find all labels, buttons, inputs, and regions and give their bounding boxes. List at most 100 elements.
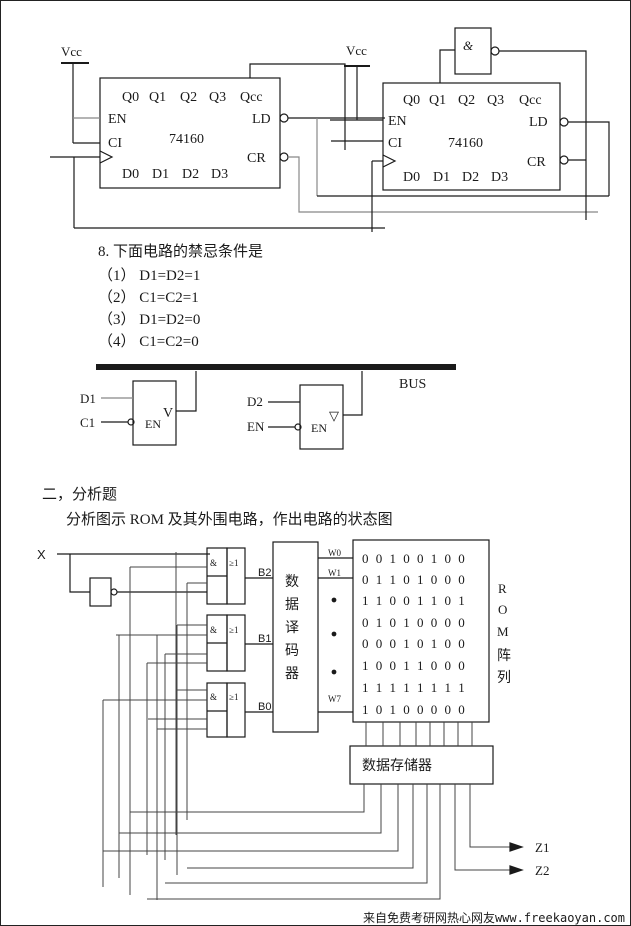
z1-arrow	[509, 842, 524, 852]
chip2-pin-d1: D1	[433, 170, 450, 185]
gate-b2-or	[226, 547, 246, 605]
buffer2-en-label: EN	[311, 421, 327, 435]
chip1-part: 74160	[169, 132, 204, 147]
section2-title: 二，分析题	[42, 487, 118, 503]
rom-row-4: 0 0 0 1 0 1 0 0	[362, 636, 467, 651]
rom-row-6: 1 1 1 1 1 1 1 1	[362, 680, 467, 695]
chip2-pin-q2: Q2	[458, 93, 475, 108]
rom-row-5: 1 0 0 1 1 0 0 0	[362, 658, 467, 673]
rom-row-2: 1 1 0 0 1 1 0 1	[362, 593, 467, 608]
output-z1: Z1	[535, 840, 549, 855]
word-line-w7: W7	[328, 694, 341, 704]
chip1-body	[99, 77, 281, 189]
buffer1-body	[132, 380, 177, 446]
rom-row-0: 0 0 1 0 0 1 0 0	[362, 551, 467, 566]
rom-label-m: M	[497, 624, 509, 639]
decoder-char-1: 数	[285, 574, 299, 590]
chip1-pin-cr: CR	[247, 151, 266, 166]
word-line-w1: W1	[328, 568, 341, 578]
storage-body	[349, 745, 494, 785]
gate-b0-and-label: &	[210, 692, 217, 702]
address-b2: B2	[258, 567, 271, 579]
rom-row-7: 1 0 1 0 0 0 0 0	[362, 702, 467, 717]
option-number: （1）	[98, 268, 136, 284]
chip2-pin-ld: LD	[529, 115, 548, 130]
rom-row-3: 0 1 0 1 0 0 0 0	[362, 615, 467, 630]
bus-label: BUS	[399, 377, 426, 392]
question8-option-2: （2） C1=C2=1	[98, 291, 199, 306]
chip1-pin-q2: Q2	[180, 90, 197, 105]
option-number: （2）	[98, 290, 136, 306]
gate-b0-or	[226, 682, 246, 738]
option-text: D1=D2=1	[139, 268, 201, 284]
inverter-body	[89, 577, 112, 607]
chip1-pin-en: EN	[108, 112, 127, 127]
gate-b1-or	[226, 614, 246, 672]
chip2-pin-q3: Q3	[487, 93, 504, 108]
rom-label-lie: 列	[497, 670, 511, 686]
x-input-label: X	[37, 547, 46, 562]
chip2-pin-en: EN	[388, 114, 407, 129]
rom-label-zhen: 阵	[497, 648, 511, 664]
z2-arrow	[509, 865, 524, 875]
buffer2-body	[299, 384, 344, 450]
section2-description: 分析图示 ROM 及其外围电路，作出电路的状态图	[66, 512, 393, 528]
question8-title: 8. 下面电路的禁忌条件是	[98, 244, 264, 260]
chip2-pin-q0: Q0	[403, 93, 420, 108]
storage-label: 数据存储器	[362, 758, 432, 774]
chip2-pin-d2: D2	[462, 170, 479, 185]
vcc-label-1: Vcc	[61, 44, 82, 59]
output-z2: Z2	[535, 863, 549, 878]
chip2-pin-qcc: Qcc	[519, 93, 542, 108]
chip1-pin-ci: CI	[108, 136, 122, 151]
chip2-pin-cr: CR	[527, 155, 546, 170]
footer-watermark: 来自免费考研网热心网友www.freekaoyan.com	[360, 911, 627, 925]
option-number: （3）	[98, 312, 136, 328]
buffer2-tristate-icon: ▽	[329, 408, 339, 423]
question8-option-1: （1） D1=D2=1	[98, 269, 200, 284]
word-line-w0: W0	[328, 548, 341, 558]
chip2-pin-d0: D0	[403, 170, 420, 185]
rom-array-body	[352, 539, 490, 723]
chip1-pin-d1: D1	[152, 167, 169, 182]
decoder-char-3: 译	[285, 620, 299, 636]
rom-row-1: 0 1 1 0 1 0 0 0	[362, 572, 467, 587]
chip2-pin-d3: D3	[491, 170, 508, 185]
rom-label-o: O	[498, 602, 507, 617]
buffer1-enable-label: C1	[80, 415, 95, 430]
option-text: D1=D2=0	[139, 312, 201, 328]
address-b0: B0	[258, 701, 271, 713]
decoder-char-2: 据	[285, 597, 299, 613]
buffer1-en-label: EN	[145, 417, 161, 431]
gate-b1-and-label: &	[210, 625, 217, 635]
chip1-pin-ld: LD	[252, 112, 271, 127]
chip1-pin-d2: D2	[182, 167, 199, 182]
gate-b2-and-label: &	[210, 558, 217, 568]
chip1-pin-q3: Q3	[209, 90, 226, 105]
nand-symbol: &	[463, 38, 474, 53]
chip2-part: 74160	[448, 136, 483, 151]
gate-b2-or-label: ≥1	[229, 558, 238, 568]
chip2-pin-q1: Q1	[429, 93, 446, 108]
chip2-body	[382, 82, 561, 191]
question8-option-4: （4） C1=C2=0	[98, 335, 199, 350]
rom-label-r: R	[498, 581, 507, 596]
option-number: （4）	[98, 334, 136, 350]
vcc-label-2: Vcc	[346, 43, 367, 58]
buffer1-tristate-icon: V	[163, 406, 173, 421]
decoder-char-5: 器	[285, 667, 299, 682]
chip1-pin-q0: Q0	[122, 90, 139, 105]
buffer2-data-label: D2	[247, 394, 263, 409]
buffer1-data-label: D1	[80, 391, 96, 406]
decoder-char-4: 码	[285, 643, 299, 659]
address-b1: B1	[258, 633, 271, 645]
chip2-pin-ci: CI	[388, 136, 402, 151]
chip1-pin-d3: D3	[211, 167, 228, 182]
gate-b1-or-label: ≥1	[229, 625, 238, 635]
gate-b0-or-label: ≥1	[229, 692, 238, 702]
chip1-pin-d0: D0	[122, 167, 139, 182]
decoder-body	[272, 541, 319, 733]
chip1-pin-qcc: Qcc	[240, 90, 263, 105]
chip1-pin-q1: Q1	[149, 90, 166, 105]
